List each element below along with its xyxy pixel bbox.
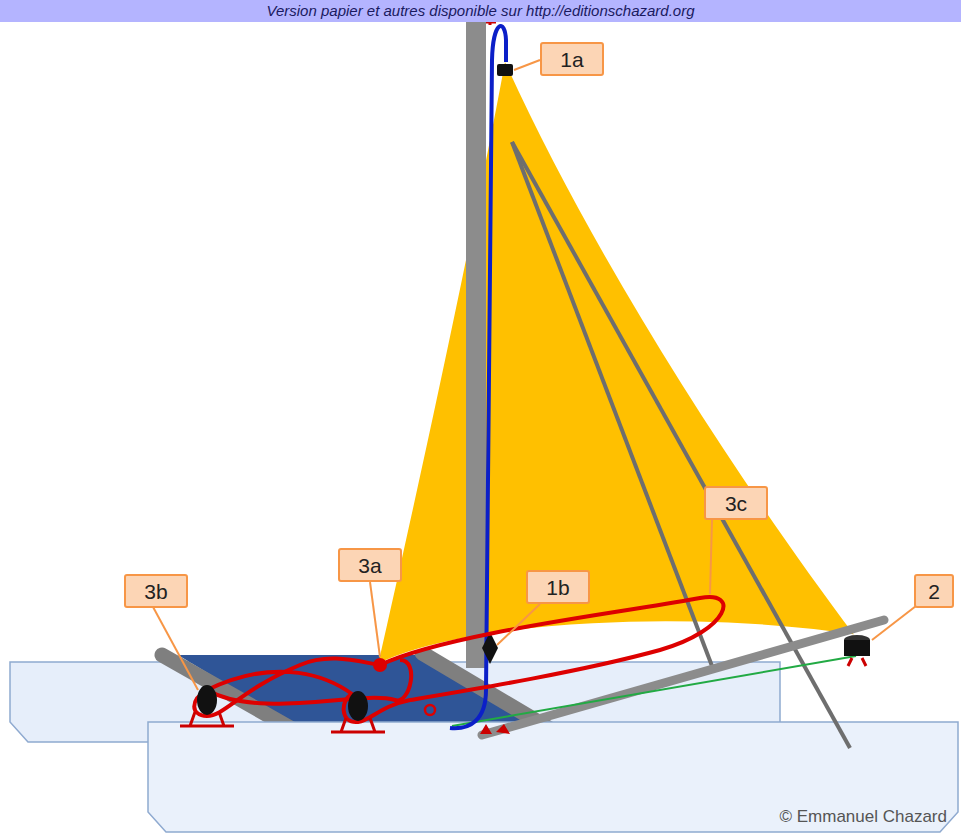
block	[348, 691, 368, 721]
callout-box: 3a	[338, 548, 402, 582]
sheet-knot	[425, 705, 435, 715]
callout-number: 3b	[144, 581, 167, 602]
bridle-point	[373, 658, 387, 672]
mast	[466, 8, 486, 668]
block-base	[848, 658, 866, 666]
callout-box: 2	[914, 574, 954, 608]
mainsheet	[194, 597, 723, 722]
callout-box: 3c	[704, 486, 768, 520]
outhaul	[452, 656, 856, 726]
block	[197, 685, 217, 715]
callout-number: 3a	[358, 555, 381, 576]
leader-lines	[146, 60, 916, 690]
halyard	[450, 26, 506, 728]
callout-number: 1b	[546, 577, 569, 598]
callout-number: 1a	[560, 49, 583, 70]
mast-foot	[480, 724, 510, 734]
block-base	[180, 712, 234, 726]
copyright: © Emmanuel Chazard	[780, 807, 948, 826]
shroud	[512, 142, 712, 666]
callout-number: 3c	[725, 493, 747, 514]
label-holder: © Emmanuel Chazard	[780, 807, 948, 827]
sail	[378, 62, 855, 665]
block	[844, 640, 870, 656]
block-base	[331, 718, 385, 732]
callout-number: 2	[928, 581, 940, 602]
block	[497, 64, 513, 76]
callout-box: 3b	[124, 574, 188, 608]
hull	[148, 722, 958, 832]
shroud	[512, 142, 850, 748]
watermark: Version papier et autres disponible sur …	[0, 0, 961, 22]
label-holder: Version papier et autres disponible sur …	[0, 0, 961, 22]
callout-box: 1a	[540, 42, 604, 76]
callout-box: 1b	[526, 570, 590, 604]
